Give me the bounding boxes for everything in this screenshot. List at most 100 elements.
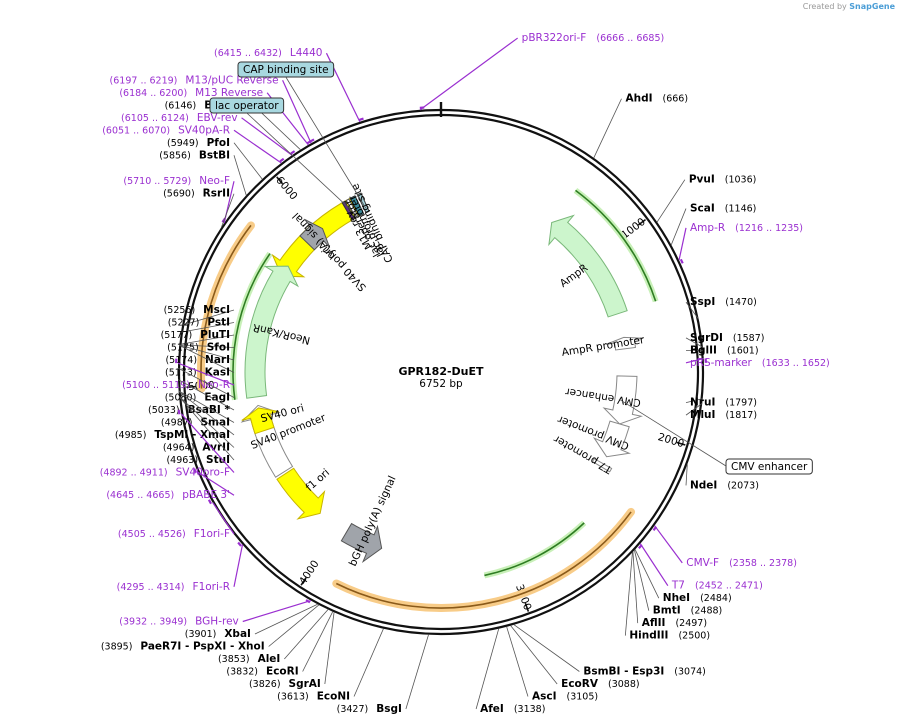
primer-ebv-rev: EBV-rev(6105 .. 6124) bbox=[121, 112, 296, 156]
primer-f1ori-f-name: F1ori-F bbox=[194, 528, 230, 540]
feature-ampr bbox=[548, 214, 628, 318]
orf-line-neo-orf bbox=[232, 253, 271, 400]
site-pfoi: PfoI(5949) bbox=[167, 137, 263, 180]
site-pfoi-name: PfoI bbox=[207, 137, 230, 149]
site-sgrdi-pos: (1587) bbox=[733, 333, 765, 344]
primer-sv40pa-r-leader bbox=[233, 129, 282, 164]
site-aflii-leader bbox=[632, 551, 639, 624]
primer-pbr322ori-f: pBR322ori-F(6666 .. 6685) bbox=[419, 32, 664, 111]
site-bsabi-leader bbox=[177, 379, 235, 411]
site-bstbi-leader bbox=[233, 155, 247, 196]
primer-sv40pro-f-mark bbox=[177, 409, 181, 415]
site-nhei-name: NheI bbox=[663, 592, 690, 604]
site-sspi-pos: (1470) bbox=[725, 297, 757, 308]
site-pfoi-leader bbox=[233, 142, 263, 180]
primer-m13-puc-reverse-pos: (6197 .. 6219) bbox=[110, 75, 178, 86]
feature-sv40-ori bbox=[241, 407, 279, 435]
site-smai-leader bbox=[178, 390, 235, 423]
boxed-cmv-enhancer-box bbox=[725, 458, 813, 475]
site-hindiii-pos: (2500) bbox=[678, 631, 710, 642]
site-asci: AscI(3105) bbox=[506, 626, 598, 703]
primer-bgh-rev-name: BGH-rev bbox=[195, 616, 239, 628]
primer-pbabe-3-leader bbox=[197, 471, 235, 496]
features-layer bbox=[240, 192, 644, 564]
site-sspi-leader bbox=[685, 301, 699, 320]
feature-ampr-promoter bbox=[605, 336, 644, 351]
site-tspmi-xmai: TspMI - XmaI(4985) bbox=[115, 391, 235, 441]
site-hindiii-name: HindIII bbox=[629, 630, 668, 642]
site-tspmi-xmai-leader bbox=[178, 391, 235, 436]
site-bsabi-pos: (5033) bbox=[148, 405, 180, 416]
site-bglii: BglII(1601) bbox=[685, 344, 759, 356]
plasmid-title: GPR182-DuET bbox=[398, 365, 484, 378]
site-sspi: SspI(1470) bbox=[685, 296, 757, 320]
boxed-cmv-enhancer-leader bbox=[618, 398, 727, 467]
site-ecori-pos: (3832) bbox=[226, 667, 258, 678]
tick-1000 bbox=[637, 219, 646, 226]
primer-amp-r: Amp-R(1216 .. 1235) bbox=[678, 222, 803, 264]
primer-f1ori-r-pos: (4295 .. 4314) bbox=[117, 582, 185, 593]
primer-neo-f-name: Neo-F bbox=[199, 175, 230, 187]
site-ecori-leader bbox=[302, 611, 334, 672]
site-asci-leader bbox=[506, 626, 529, 697]
credit-prefix: Created by bbox=[802, 2, 847, 11]
primer-pbabe-3-pos: (4645 .. 4665) bbox=[106, 490, 174, 501]
site-nrui-name: NruI bbox=[690, 397, 715, 409]
site-sfoi: SfoI(5175) bbox=[167, 341, 235, 353]
highlight-orange-bottom bbox=[332, 507, 636, 612]
primer-m13-reverse-mark bbox=[306, 140, 312, 145]
primer-neo-r-pos: (5100 .. 5119) bbox=[122, 380, 190, 391]
snapgene-credit: Created by SnapGene bbox=[803, 2, 895, 11]
site-econi-name: EcoNI bbox=[317, 691, 350, 703]
primer-l4440-name: L4440 bbox=[290, 47, 323, 59]
site-scai: ScaI(1146) bbox=[670, 203, 757, 246]
site-xbai-name: XbaI bbox=[224, 628, 251, 640]
site-nari: NarI(5174) bbox=[165, 344, 235, 366]
primer-pbabe-3: pBABE 3' (4645 .. 4665) bbox=[106, 468, 235, 501]
site-psti-pos: (5227) bbox=[168, 317, 200, 328]
feature-f1-ori bbox=[276, 467, 326, 520]
site-smai-name: SmaI bbox=[201, 416, 231, 428]
site-sfoi-pos: (5175) bbox=[167, 342, 199, 353]
site-bglii-pos: (1601) bbox=[727, 345, 759, 356]
site-scai-pos: (1146) bbox=[725, 204, 757, 215]
feature-neor-kanr bbox=[244, 265, 300, 399]
site-xbai-pos: (3901) bbox=[185, 629, 217, 640]
site-bstbi-pos: (5856) bbox=[159, 150, 191, 161]
site-econi-leader bbox=[353, 628, 384, 697]
site-tspmi-xmai-pos: (4985) bbox=[115, 430, 147, 441]
primer-m13-reverse-name: M13 Reverse bbox=[195, 87, 263, 99]
site-afei-leader bbox=[475, 628, 500, 710]
primer-f1ori-r-mark bbox=[237, 541, 242, 547]
site-ndei: NdeI(2073) bbox=[685, 464, 759, 491]
boxed-lac-operator: lac operator bbox=[209, 97, 356, 215]
highlight-line-orange-bottom bbox=[335, 511, 632, 609]
tick-4000 bbox=[300, 577, 307, 586]
primer-t7-leader bbox=[639, 543, 669, 586]
primer-sv40pa-r: SV40pA-R(6051 .. 6070) bbox=[102, 124, 285, 164]
site-smai-pos: (4987) bbox=[161, 417, 193, 428]
site-sgrai-pos: (3826) bbox=[249, 679, 281, 690]
site-stui-name: StuI bbox=[206, 454, 230, 466]
primer-f1ori-f: F1ori-F(4505 .. 4526) bbox=[118, 499, 235, 540]
site-msci-name: MscI bbox=[203, 304, 230, 316]
site-rsrii: RsrII(5690) bbox=[163, 188, 235, 228]
primer-m13-puc-reverse-leader bbox=[282, 80, 312, 144]
boxed-lac-operator-leader bbox=[246, 112, 356, 215]
site-ecori: EcoRI(3832) bbox=[226, 611, 334, 678]
feature-label-f1-ori: f1 ori bbox=[304, 467, 332, 494]
primer-pbr322ori-f-pos: (6666 .. 6685) bbox=[596, 33, 664, 44]
boxed-cap-binding-site-leader bbox=[285, 76, 367, 209]
site-bstbi: BstBI(5856) bbox=[159, 149, 247, 196]
site-alei: AleI(3853) bbox=[218, 609, 329, 665]
primer-ebv-rev-leader bbox=[241, 117, 293, 156]
primer-l4440-pos: (6415 .. 6432) bbox=[214, 48, 282, 59]
site-bsgi-pos: (3427) bbox=[337, 704, 369, 715]
primer-pbabe-3-name: pBABE 3' bbox=[182, 489, 230, 501]
site-xbai: XbaI (3901) bbox=[185, 603, 318, 640]
primer-prs-marker-pos: (1633 .. 1652) bbox=[762, 358, 830, 369]
highlight-line-orange-left bbox=[200, 224, 252, 389]
tick-2000 bbox=[676, 441, 686, 446]
boxed-cmv-enhancer-text: CMV enhancer bbox=[731, 461, 808, 473]
site-rsrii-name: RsrII bbox=[203, 188, 230, 200]
